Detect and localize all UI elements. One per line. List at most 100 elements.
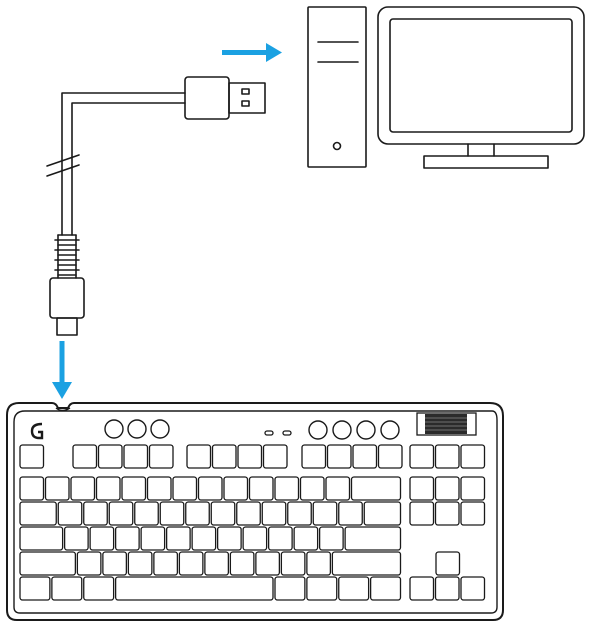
key xyxy=(267,526,293,551)
key xyxy=(159,501,185,526)
key xyxy=(434,576,460,601)
key xyxy=(19,526,64,551)
key xyxy=(377,444,403,469)
key xyxy=(19,501,57,526)
monitor-stand xyxy=(423,155,549,169)
key xyxy=(223,476,249,501)
keyboard-bezel xyxy=(13,410,498,614)
usb-a-plug-icon xyxy=(184,76,266,120)
usb-c-port xyxy=(55,407,71,412)
key xyxy=(262,444,288,469)
key xyxy=(229,551,255,576)
key xyxy=(83,576,115,601)
key xyxy=(51,576,83,601)
media-button xyxy=(127,419,147,439)
key xyxy=(19,551,77,576)
indicator-lights xyxy=(264,430,292,436)
media-button xyxy=(104,419,124,439)
key xyxy=(63,526,89,551)
key xyxy=(57,501,83,526)
media-button xyxy=(332,420,352,440)
key xyxy=(306,576,338,601)
key xyxy=(325,476,351,501)
indicator-light xyxy=(282,430,292,436)
key xyxy=(114,576,274,601)
arrow-key-up xyxy=(435,551,461,576)
volume-roller-wheel xyxy=(425,414,467,434)
usb-c-plug-icon xyxy=(49,234,85,336)
key xyxy=(331,551,402,576)
media-button xyxy=(308,420,328,440)
key xyxy=(127,551,153,576)
key xyxy=(97,444,123,469)
key xyxy=(186,444,212,469)
key xyxy=(121,476,147,501)
media-button xyxy=(150,419,170,439)
key xyxy=(409,576,435,601)
key xyxy=(344,526,402,551)
key xyxy=(350,476,402,501)
key xyxy=(460,476,486,501)
key xyxy=(178,551,204,576)
key xyxy=(460,444,486,469)
key xyxy=(280,551,306,576)
key xyxy=(19,476,45,501)
key xyxy=(236,501,261,526)
key xyxy=(95,476,121,501)
key xyxy=(211,444,237,469)
key xyxy=(306,551,332,576)
key xyxy=(352,444,378,469)
key xyxy=(102,551,128,576)
key xyxy=(108,501,134,526)
key xyxy=(19,576,51,601)
power-button-icon xyxy=(332,141,342,151)
key xyxy=(70,476,96,501)
media-button xyxy=(380,420,400,440)
monitor-screen xyxy=(389,18,573,133)
key xyxy=(338,576,370,601)
key xyxy=(140,526,166,551)
key xyxy=(460,576,486,601)
key xyxy=(274,476,300,501)
media-button xyxy=(356,420,376,440)
key xyxy=(83,501,108,526)
key xyxy=(134,501,159,526)
logitech-g-logo-icon xyxy=(30,422,44,440)
key xyxy=(299,476,325,501)
key xyxy=(409,444,435,469)
key xyxy=(72,444,98,469)
keyboard xyxy=(6,402,504,621)
key xyxy=(363,501,402,526)
key xyxy=(338,501,363,526)
key xyxy=(44,476,70,501)
key xyxy=(434,501,460,526)
key xyxy=(287,501,312,526)
computer-monitor xyxy=(377,6,585,169)
key xyxy=(153,551,179,576)
key xyxy=(274,576,306,601)
media-buttons-right xyxy=(308,420,400,440)
key xyxy=(146,476,172,501)
key xyxy=(216,526,242,551)
media-buttons-left xyxy=(104,419,170,439)
key xyxy=(409,476,435,501)
key xyxy=(460,501,486,526)
key xyxy=(191,526,217,551)
arrow-to-computer-head xyxy=(266,43,282,62)
key xyxy=(148,444,174,469)
arrow-to-keyboard-head xyxy=(52,382,72,399)
arrow-to-keyboard xyxy=(59,341,65,386)
key xyxy=(114,526,140,551)
key xyxy=(185,501,210,526)
key-grid xyxy=(19,444,486,601)
key xyxy=(434,444,460,469)
key xyxy=(318,526,344,551)
key xyxy=(197,476,223,501)
key xyxy=(210,501,236,526)
cable-break-mark xyxy=(46,164,80,177)
key xyxy=(19,444,45,469)
key xyxy=(204,551,230,576)
key xyxy=(409,501,435,526)
